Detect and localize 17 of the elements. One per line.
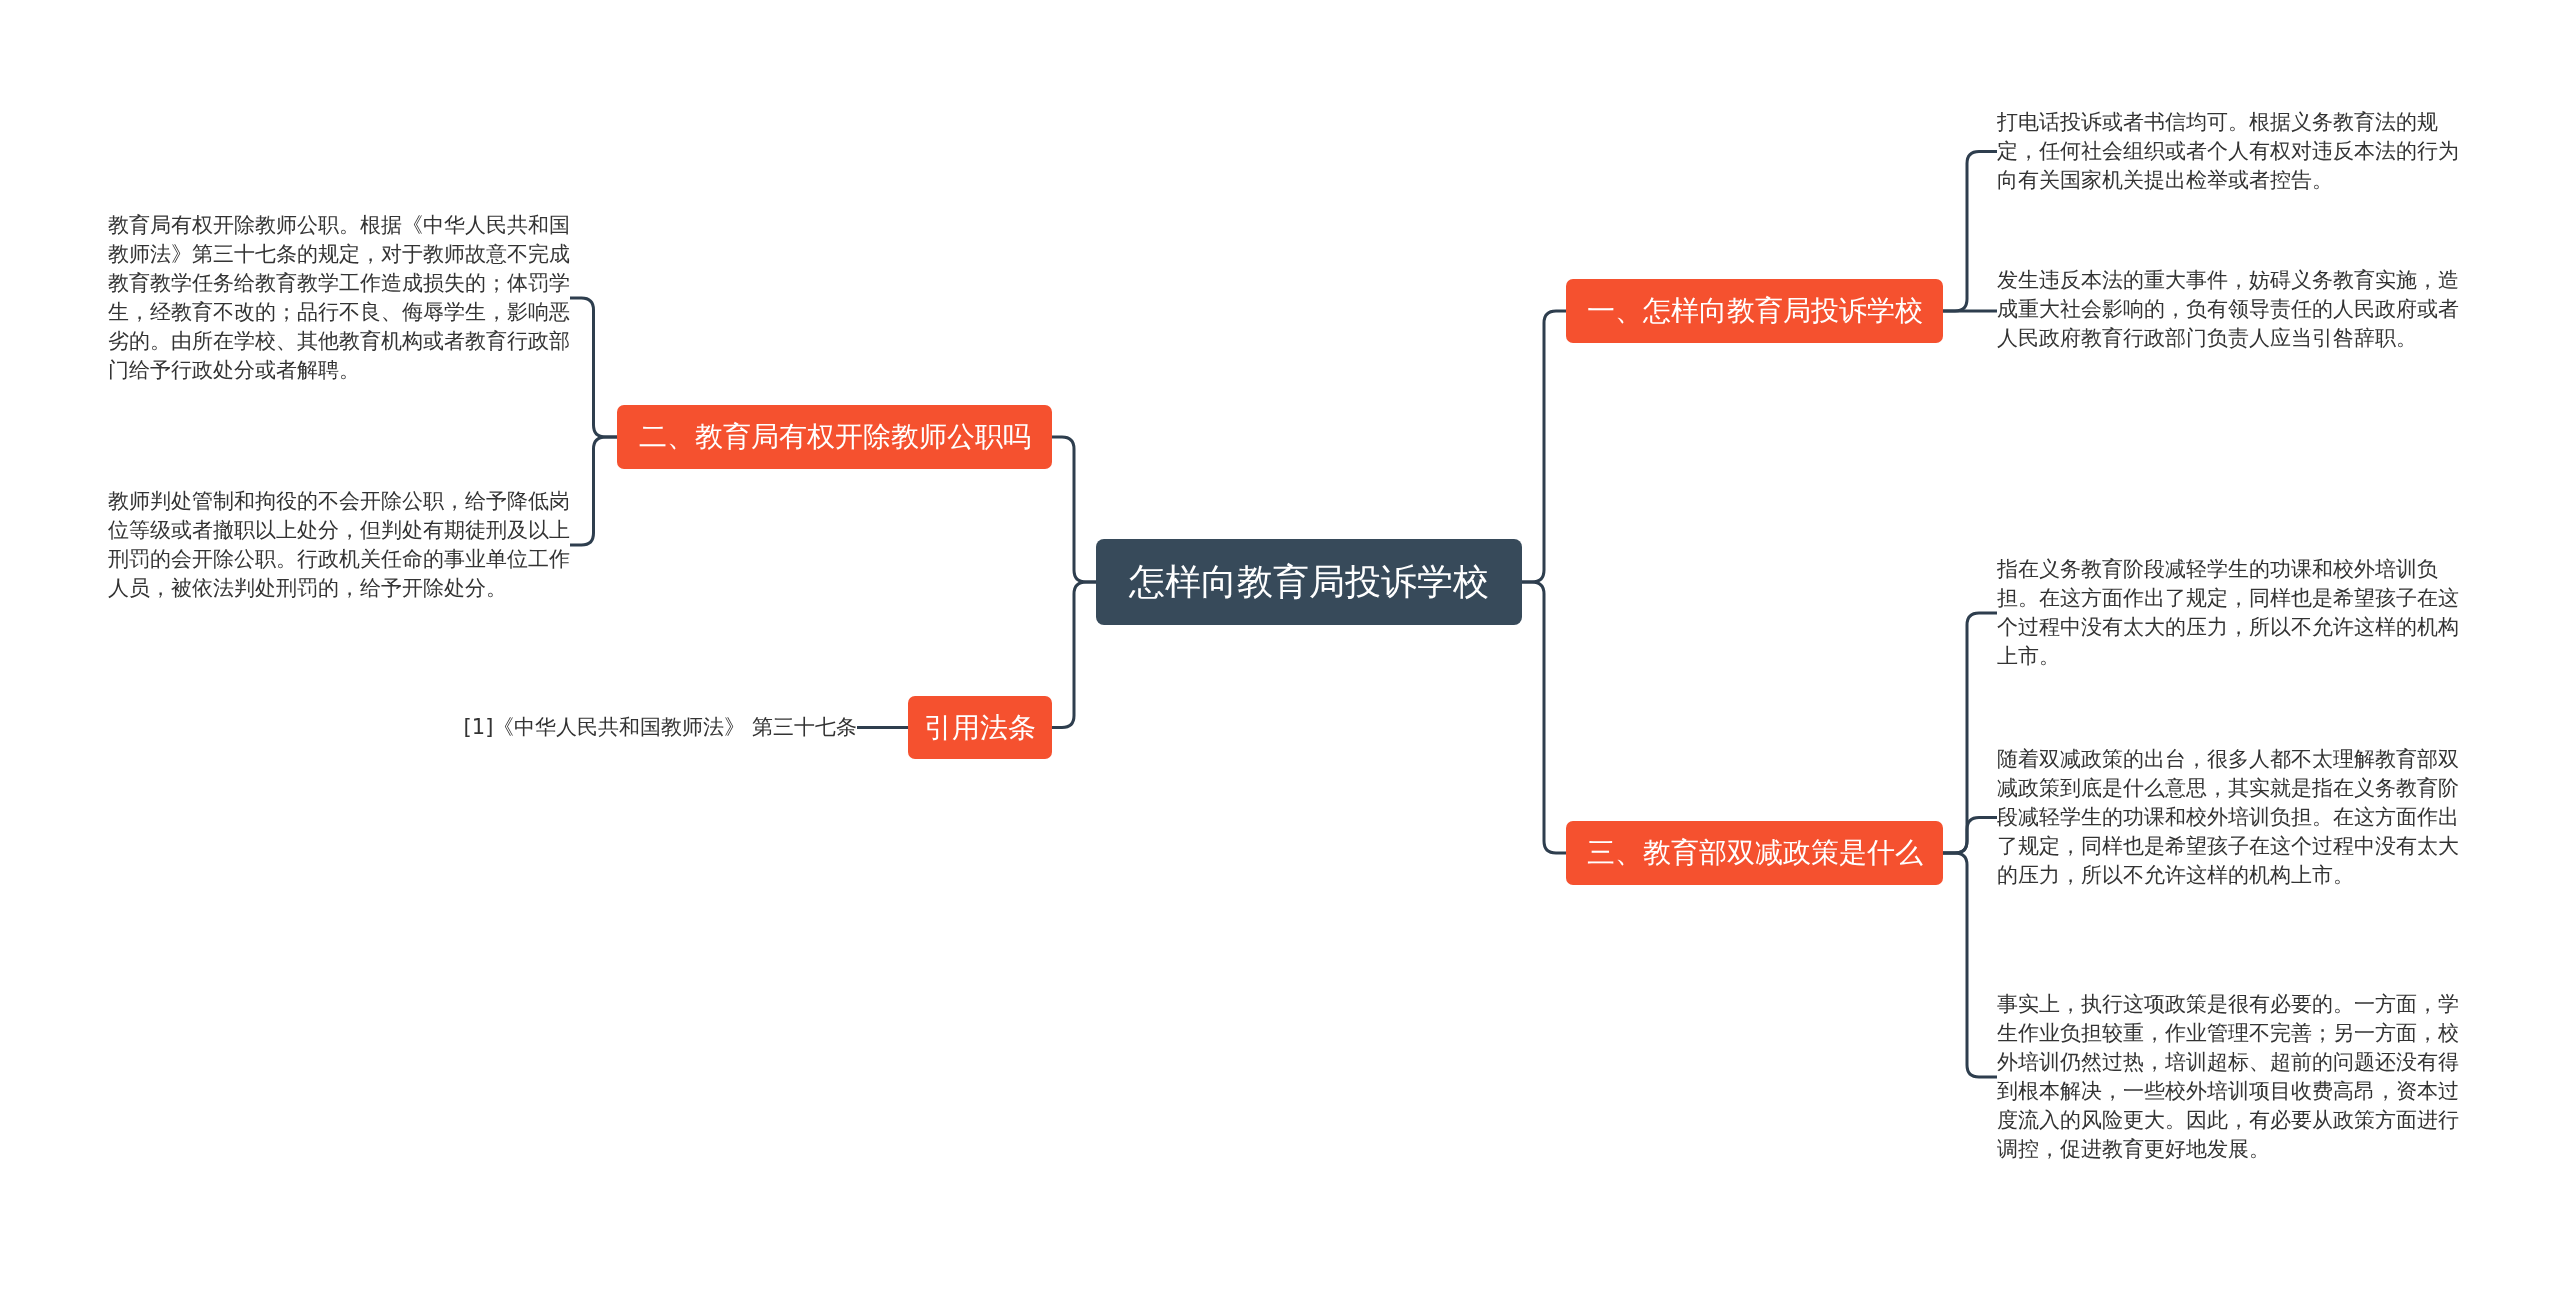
topic-box: 引用法条	[908, 696, 1052, 759]
citation-text: [1]《中华人民共和国教师法》 第三十七条	[400, 712, 857, 742]
note-text: 随着双减政策的出台，很多人都不太理解教育部双减政策到底是什么意思，其实就是指在义务教育阶段减轻学生的功课和校外培训负担。在这方面作出了规定，同样也是希望孩子在这个过程中没有太大的压力，所以不允许这样的机构上市。	[1997, 745, 2459, 890]
note-text: 事实上，执行这项政策是很有必要的。一方面，学生作业负担较重，作业管理不完善；另一方面，校外培训仍然过热，培训超标、超前的问题还没有得到根本解决，一些校外培训项目收费高昂，资本过度流入的风险更大。因此，有必要从政策方面进行调控，促进教育更好地发展。	[1997, 990, 2459, 1164]
connector-line	[1943, 309, 1997, 313]
topic-box: 三、教育部双减政策是什么	[1566, 821, 1943, 885]
connector-line	[1522, 580, 1566, 855]
note-text: 教师判处管制和拘役的不会开除公职，给予降低岗位等级或者撤职以上处分，但判处有期徒刑及以上刑罚的会开除公职。行政机关任命的事业单位工作人员，被依法判处刑罚的，给予开除处分。	[108, 487, 570, 603]
connector-line	[857, 726, 908, 729]
note-text: 打电话投诉或者书信均可。根据义务教育法的规定，任何社会组织或者个人有权对违反本法的行为向有关国家机关提出检举或者控告。	[1997, 108, 2459, 195]
topic-box: 二、教育局有权开除教师公职吗	[617, 405, 1052, 469]
note-text: 教育局有权开除教师公职。根据《中华人民共和国教师法》第三十七条的规定，对于教师故意不完成教育教学任务给教育教学工作造成损失的；体罚学生，经教育不改的；品行不良、侮辱学生，影响恶劣的。由所在学校、其他教育机构或者教育行政部门给予行政处分或者解聘。	[108, 211, 570, 385]
topic-box: 一、怎样向教育局投诉学校	[1566, 279, 1943, 343]
note-text: 指在义务教育阶段减轻学生的功课和校外培训负担。在这方面作出了规定，同样也是希望孩子在这个过程中没有太大的压力，所以不允许这样的机构上市。	[1997, 555, 2459, 671]
central-topic-box: 怎样向教育局投诉学校	[1096, 539, 1522, 625]
connector-line	[1052, 580, 1096, 729]
note-text: 发生违反本法的重大事件，妨碍义务教育实施，造成重大社会影响的，负有领导责任的人民政府或者人民政府教育行政部门负责人应当引咎辞职。	[1997, 266, 2459, 353]
